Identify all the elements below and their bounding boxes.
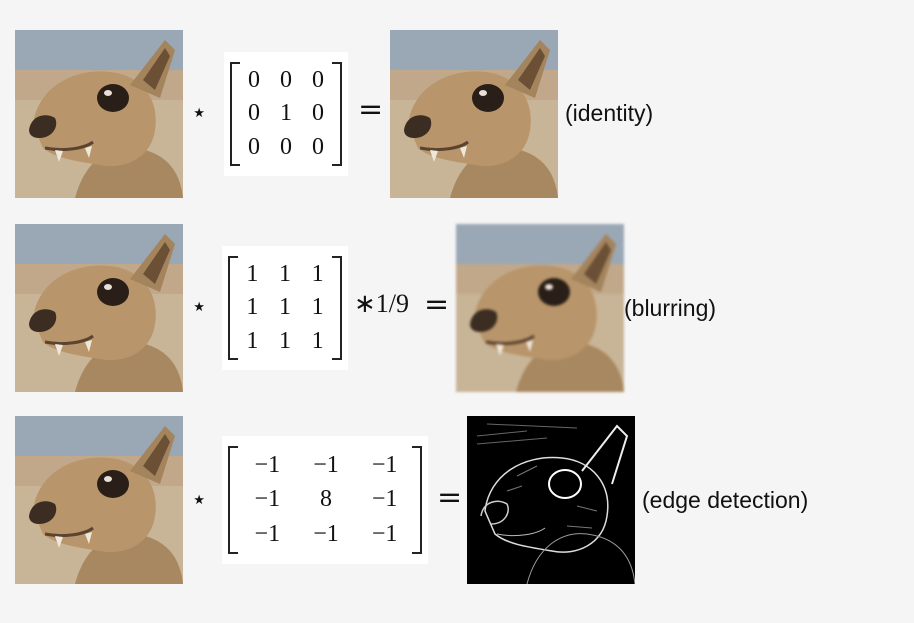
kernel-cell: −1 (254, 486, 281, 513)
convolution-operator: ⋆ (191, 292, 208, 322)
equals-sign: = (437, 480, 463, 515)
kernel-cell: 1 (311, 294, 324, 321)
caption-edge-detection: (edge detection) (642, 487, 809, 513)
kernel-cell: −1 (313, 521, 339, 548)
kernel-matrix-edge-detection: −1 −1 −1 −1 8 −1 −1 −1 −1 (222, 436, 428, 564)
kernel-cell: −1 (371, 486, 398, 513)
animal-photo-icon (15, 30, 183, 198)
kernel-cell: 1 (246, 261, 259, 288)
kernel-cell: −1 (371, 521, 398, 548)
kernel-cell: 1 (311, 261, 324, 288)
kernel-cell: 0 (280, 67, 292, 94)
output-image-edge-detection (467, 416, 635, 584)
animal-photo-icon (15, 224, 183, 392)
kernel-matrix-identity: 0 0 0 0 1 0 0 0 0 (224, 52, 348, 176)
matrix-left-bracket (230, 62, 240, 166)
kernel-cell: 1 (280, 100, 292, 127)
kernel-cell: 0 (312, 67, 324, 94)
matrix-right-bracket (332, 62, 342, 166)
kernel-cell: −1 (254, 521, 281, 548)
kernel-cell: 0 (248, 133, 260, 160)
input-image-identity (15, 30, 183, 198)
convolution-operator: ⋆ (191, 98, 208, 128)
kernel-cell: −1 (254, 451, 281, 478)
animal-photo-icon (456, 224, 624, 392)
kernel-cell: 0 (248, 100, 260, 127)
animal-photo-icon (390, 30, 558, 198)
kernel-cell: 0 (248, 67, 260, 94)
kernel-cell: −1 (313, 451, 339, 478)
equals-sign: = (358, 92, 384, 127)
animal-photo-icon (15, 416, 183, 584)
equals-sign: = (424, 287, 450, 322)
caption-identity: (identity) (565, 100, 654, 126)
kernel-cell: 1 (278, 261, 291, 288)
output-image-identity (390, 30, 558, 198)
edge-map-icon (467, 416, 635, 584)
kernel-cell: −1 (371, 451, 398, 478)
matrix-left-bracket (228, 256, 238, 360)
kernel-matrix-blurring: 1 1 1 1 1 1 1 1 1 (222, 246, 348, 370)
kernel-cell: 1 (311, 327, 324, 354)
matrix-right-bracket (412, 446, 422, 554)
input-image-blurring (15, 224, 183, 392)
caption-blurring: (blurring) (624, 295, 717, 321)
kernel-cell: 0 (312, 100, 324, 127)
kernel-cell: 8 (319, 486, 332, 513)
convolution-operator: ⋆ (191, 485, 208, 515)
kernel-cell: 1 (246, 294, 259, 321)
input-image-edge-detection (15, 416, 183, 584)
matrix-right-bracket (332, 256, 342, 360)
kernel-cell: 0 (312, 133, 324, 160)
output-image-blurring (456, 224, 624, 392)
kernel-cell: 1 (278, 327, 291, 354)
scale-factor: ∗1/9 (354, 289, 410, 318)
kernel-cell: 1 (246, 327, 259, 354)
matrix-left-bracket (228, 446, 238, 554)
kernel-cell: 1 (278, 294, 291, 321)
kernel-cell: 0 (280, 133, 292, 160)
